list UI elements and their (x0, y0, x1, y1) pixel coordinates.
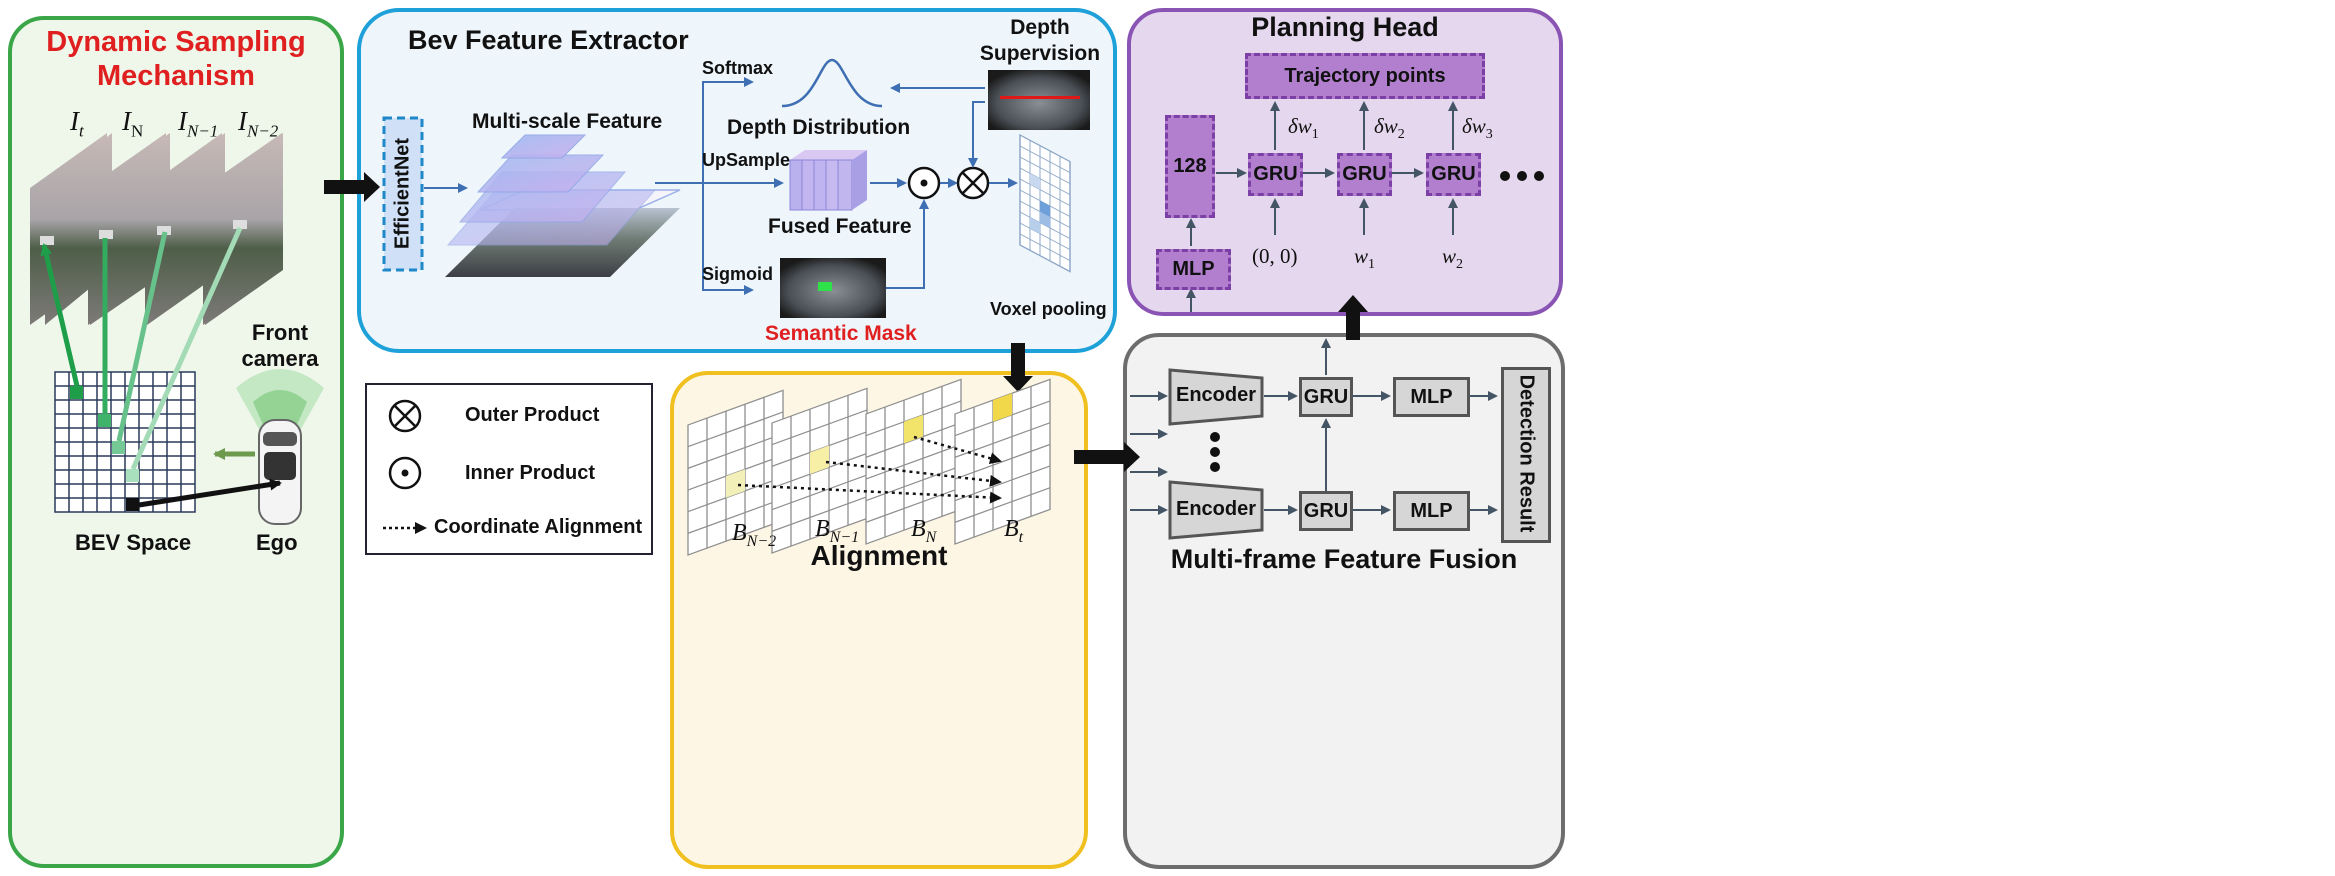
sigmoid-label: Sigmoid (702, 264, 773, 284)
encoder-label-2: Encoder (1175, 498, 1257, 520)
detection-result-label: Detection Result (1515, 374, 1538, 533)
bev-space-label: BEV Space (75, 530, 192, 555)
efficientnet-label: EfficientNet (391, 137, 414, 250)
depth-supervision-image (988, 70, 1090, 130)
input-w1: w1 (1354, 244, 1376, 273)
planning-gru-3: GRU (1426, 153, 1481, 196)
planning-gru-1: GRU (1248, 153, 1303, 196)
voxel-pooling-label: Voxel pooling (990, 299, 1107, 319)
fusion-gru-1: GRU (1299, 377, 1353, 417)
camera-label-2: camera (241, 346, 319, 371)
dim-128-box: 128 (1165, 115, 1215, 218)
alignment-title: Alignment (810, 540, 948, 571)
grid-label-n1: BN−1 (815, 516, 860, 546)
planning-head-title: Planning Head (1251, 12, 1439, 42)
depth-distribution-label: Depth Distribution (727, 116, 911, 139)
delta-w2: δw2 (1374, 114, 1405, 143)
fused-feature-block (789, 150, 867, 211)
softmax-label: Softmax (702, 58, 774, 78)
grid-label-t: Bt (1004, 516, 1024, 546)
delta-w1: δw1 (1288, 114, 1319, 143)
camera-frames (30, 133, 283, 325)
multiscale-stack (445, 134, 681, 277)
planning-gru-2: GRU (1337, 153, 1392, 196)
frame-label-n2: IN−2 (238, 106, 279, 141)
frame-label-t: It (70, 106, 84, 141)
semantic-mask-image (780, 258, 886, 318)
fusion-mlp-2: MLP (1393, 491, 1470, 531)
detection-result-box (1501, 367, 1551, 543)
camera-label-1: Front (251, 320, 309, 345)
fusion-arrows (1130, 338, 1498, 515)
upsample-label: UpSample (702, 150, 791, 170)
depth-supervision-label-2: Supervision (979, 42, 1101, 65)
semantic-mask-label: Semantic Mask (765, 322, 917, 345)
input-w2: w2 (1442, 244, 1464, 273)
fusion-title: Multi-frame Feature Fusion (1170, 544, 1518, 574)
encoder-shape-2 (1168, 480, 1264, 540)
grid-label-n: BN (911, 516, 937, 546)
voxel-grid (1019, 133, 1071, 273)
ego-label: Ego (256, 530, 298, 555)
multiscale-label: Multi-scale Feature (472, 110, 663, 133)
alignment-grids (687, 378, 1051, 556)
depth-supervision-label-1: Depth (1010, 16, 1070, 39)
fusion-gru-2: GRU (1299, 491, 1353, 531)
efficientnet-box (382, 116, 424, 272)
planning-arrows (1186, 101, 1458, 312)
legend-coordinate-alignment: Coordinate Alignment (434, 516, 643, 538)
input-origin: (0, 0) (1252, 244, 1298, 268)
planning-mlp-box: MLP (1156, 249, 1231, 290)
delta-w3: δw3 (1462, 114, 1493, 143)
sampling-title-1: Dynamic Sampling (46, 26, 306, 58)
encoder-label-1: Encoder (1175, 384, 1257, 406)
encoder-shape-1 (1168, 368, 1264, 426)
frame-label-n1: IN−1 (178, 106, 219, 141)
trajectory-points-box: Trajectory points (1245, 53, 1485, 99)
bev-extractor-title: Bev Feature Extractor (408, 25, 689, 55)
sampling-title-2: Mechanism (97, 60, 255, 92)
legend-inner-product: Inner Product (465, 462, 596, 484)
fusion-mlp-1: MLP (1393, 377, 1470, 417)
bev-extractor-panel (357, 8, 1117, 353)
fused-feature-label: Fused Feature (768, 215, 912, 238)
legend-outer-product: Outer Product (465, 404, 600, 426)
grid-label-n2: BN−2 (732, 520, 777, 550)
frame-label-n: IN (122, 106, 144, 141)
